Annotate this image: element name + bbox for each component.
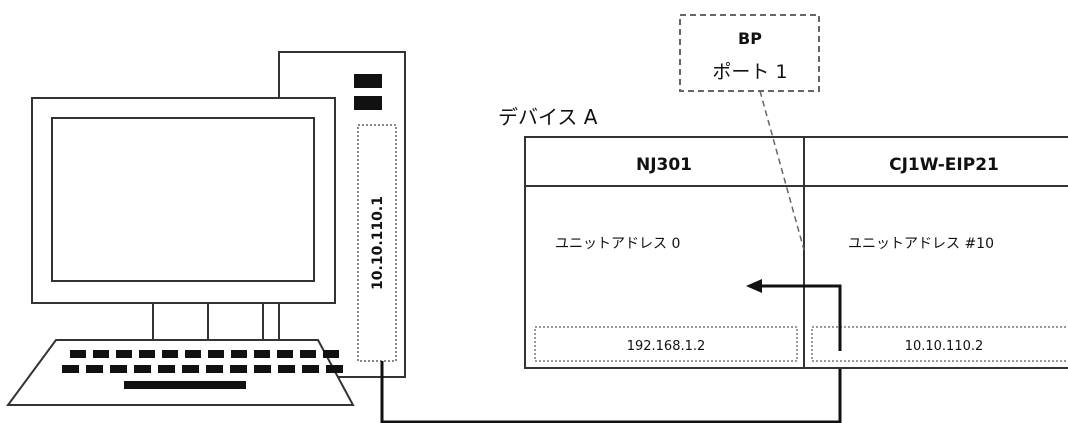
keyboard-key xyxy=(116,350,132,358)
keyboard-key xyxy=(158,365,175,373)
pc-illustration: 10.10.110.1 xyxy=(6,51,406,406)
keyboard-key xyxy=(206,365,223,373)
bp-callout-line1: BP xyxy=(738,29,762,48)
bp-callout-box xyxy=(679,14,820,92)
keyboard-key xyxy=(110,365,127,373)
keyboard-key xyxy=(254,365,271,373)
keyboard-key xyxy=(231,350,247,358)
keyboard-key xyxy=(134,365,151,373)
eip21-ip: 10.10.110.2 xyxy=(905,339,984,354)
keyboard-key xyxy=(300,350,316,358)
keyboard-key xyxy=(182,365,199,373)
routing-path xyxy=(760,284,842,351)
ethernet-cable xyxy=(380,357,842,423)
keyboard-key xyxy=(278,365,295,373)
keyboard-key xyxy=(185,350,201,358)
keyboard-key xyxy=(86,365,103,373)
device-title: デバイス A xyxy=(498,105,598,129)
keyboard-keys xyxy=(62,350,343,373)
nj301-label: NJ301 xyxy=(636,155,692,175)
keyboard-key xyxy=(70,350,86,358)
keyboard-key xyxy=(162,350,178,358)
keyboard-key xyxy=(208,350,224,358)
keyboard-key xyxy=(230,365,247,373)
bp-callout-line2: ポート 1 xyxy=(712,61,787,83)
keyboard-key xyxy=(326,365,343,373)
nj301-ip: 192.168.1.2 xyxy=(627,339,706,354)
drive-slot-top xyxy=(354,74,382,88)
keyboard-key xyxy=(62,365,79,373)
keyboard-key xyxy=(277,350,293,358)
eip21-unit-address: ユニットアドレス #10 xyxy=(848,236,994,252)
pc-ip-label: 10.10.110.1 xyxy=(370,196,386,290)
bp-callout-leader xyxy=(759,90,805,251)
eip21-label: CJ1W-EIP21 xyxy=(889,155,999,175)
pc-ethernet-port xyxy=(357,124,397,362)
keyboard xyxy=(6,339,355,406)
keyboard-key xyxy=(323,350,339,358)
keyboard-spacebar xyxy=(124,381,246,389)
monitor-screen xyxy=(51,117,315,282)
keyboard-key xyxy=(93,350,109,358)
keyboard-key xyxy=(254,350,270,358)
nj301-unit-address: ユニットアドレス 0 xyxy=(555,236,680,252)
routing-arrowhead xyxy=(746,279,762,293)
keyboard-key xyxy=(302,365,319,373)
drive-slot-bottom xyxy=(354,96,382,110)
keyboard-key xyxy=(139,350,155,358)
